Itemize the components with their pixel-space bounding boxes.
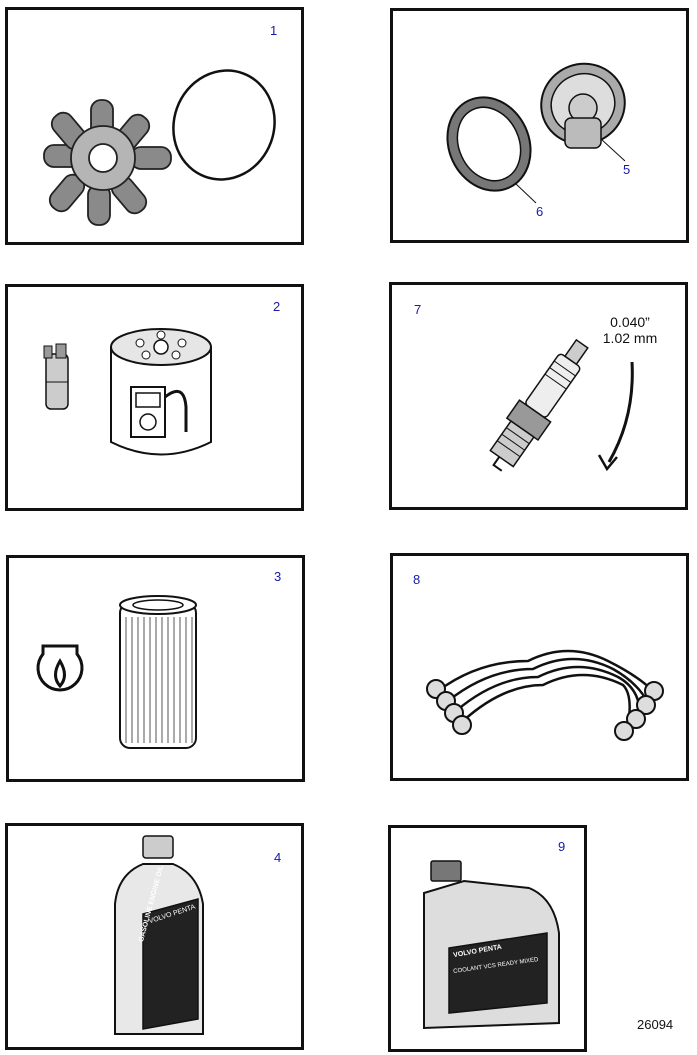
panel-impeller-kit: 1 (5, 7, 304, 245)
gap-measurement-inches: 0.040” (610, 314, 650, 330)
seal-ring-illustration (446, 96, 532, 192)
panel-number-3: 3 (274, 569, 282, 584)
panel-spark-plug: 7 0.040” 1.02 mm (389, 282, 688, 510)
fuel-pump-illustration (43, 343, 69, 410)
ignition-leads-illustration (426, 649, 664, 741)
panel-number-9: 9 (558, 839, 566, 854)
panel-number-8: 8 (413, 572, 421, 587)
panel-fuel-filter-kit: 2 (5, 284, 304, 511)
fuel-filter-illustration (110, 328, 212, 456)
thermostat-illustration (540, 62, 626, 149)
gap-arrow (597, 361, 634, 472)
spark-plug-illustration (489, 338, 589, 472)
gap-measurement-mm: 1.02 mm (602, 330, 658, 346)
coolant-jug-illustration (423, 860, 560, 1030)
oil-symbol-icon (36, 644, 84, 692)
panel-ignition-leads: 8 (390, 553, 689, 781)
panel-number-2: 2 (273, 299, 281, 314)
panel-number-7: 7 (414, 302, 422, 317)
panel-oil-filter: 3 (6, 555, 305, 782)
panel-number-4: 4 (274, 850, 282, 865)
impeller-illustration (43, 99, 172, 226)
callout-number-6: 6 (536, 204, 544, 219)
panel-engine-oil: 4 VOLVO PENTA GASOLINE ENGINE OIL (5, 823, 304, 1050)
callout-lines (514, 138, 626, 204)
oil-filter-illustration (119, 595, 197, 749)
o-ring-illustration (172, 69, 276, 181)
panel-number-1: 1 (270, 23, 278, 38)
gap-measurement: 0.040” 1.02 mm (590, 314, 670, 346)
figure-reference-number: 26094 (637, 1017, 674, 1032)
oil-bottle-illustration (114, 835, 204, 1035)
panel-thermostat-kit: 5 6 (390, 8, 689, 243)
callout-number-5: 5 (623, 162, 631, 177)
panel-coolant: 9 VOLVO PENTA COOLANT VCS READY MIXED (388, 825, 587, 1052)
